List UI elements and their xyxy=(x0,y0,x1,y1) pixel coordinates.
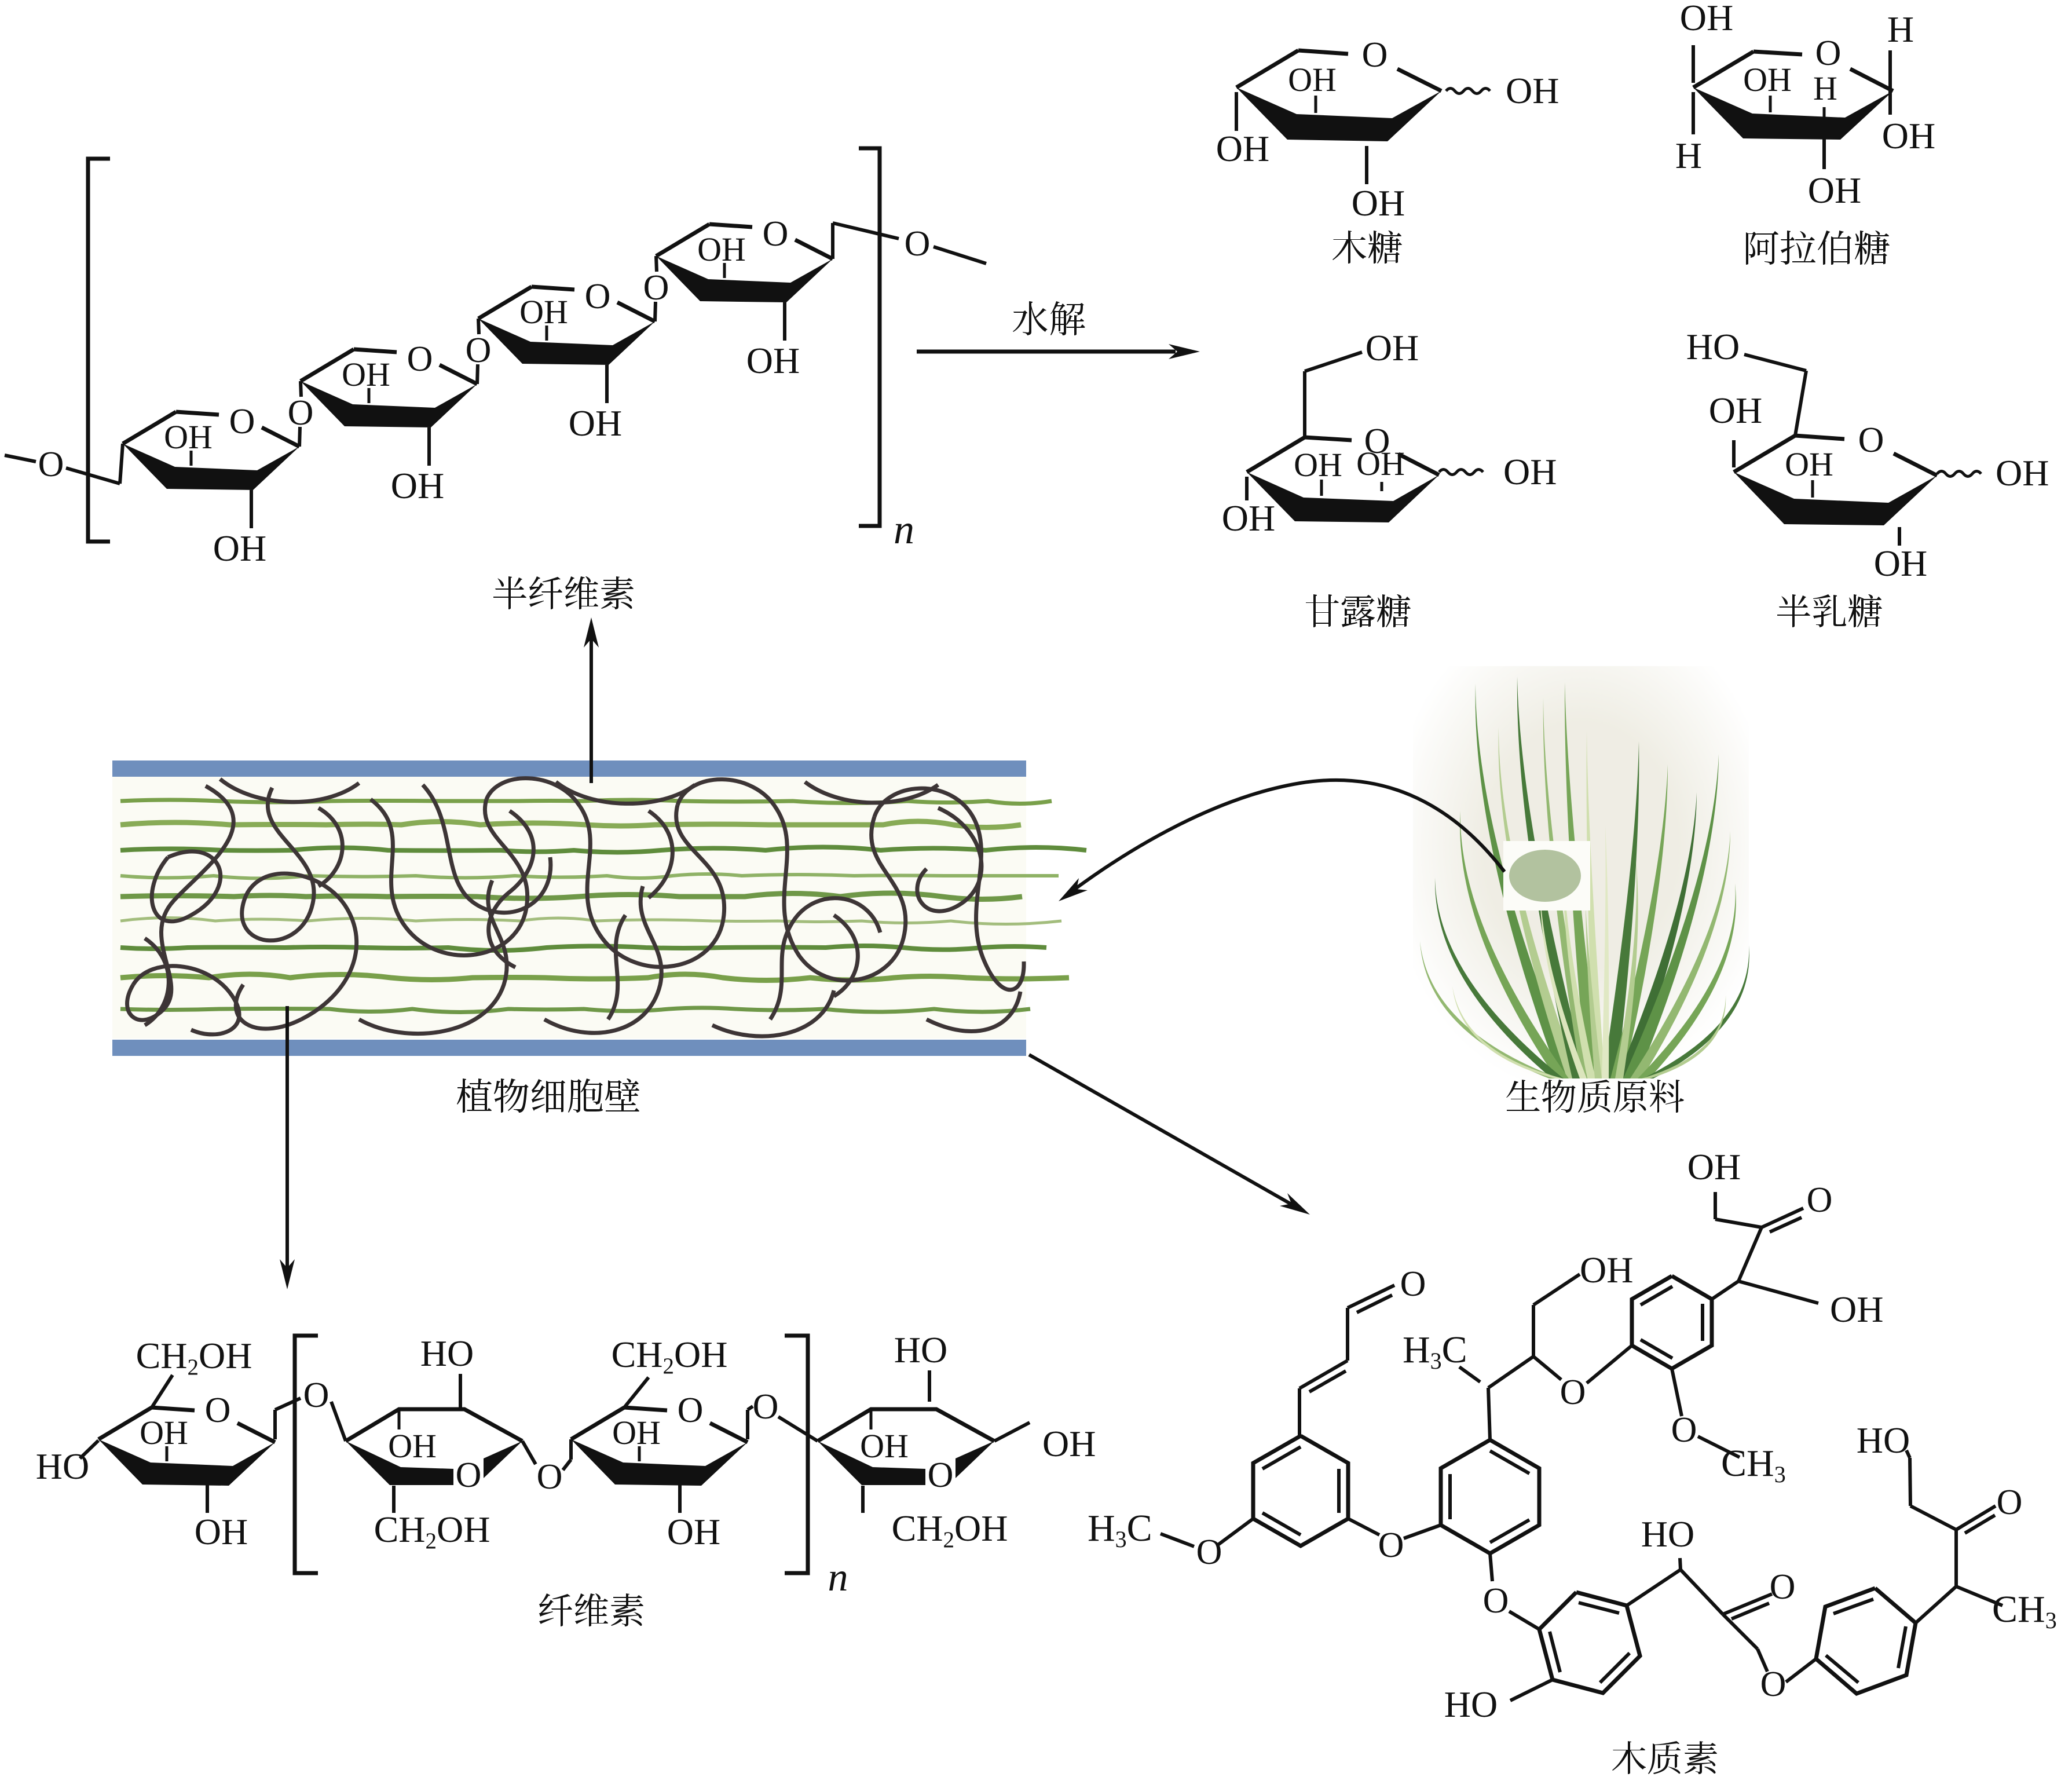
svg-text:O: O xyxy=(1815,34,1842,73)
svg-text:OH: OH xyxy=(1687,1146,1741,1187)
svg-text:OH: OH xyxy=(1785,445,1833,483)
svg-text:OH: OH xyxy=(612,1414,661,1451)
svg-text:OH: OH xyxy=(1352,182,1405,224)
svg-text:HO: HO xyxy=(1857,1420,1910,1461)
svg-text:O: O xyxy=(38,445,64,484)
svg-text:H: H xyxy=(1813,70,1837,107)
svg-text:H: H xyxy=(1887,9,1914,50)
svg-text:OH: OH xyxy=(1996,452,2049,493)
svg-text:OH: OH xyxy=(1506,70,1559,111)
svg-text:HO: HO xyxy=(1444,1684,1498,1725)
svg-text:n: n xyxy=(894,506,914,553)
svg-text:H: H xyxy=(1675,135,1702,176)
svg-text:O: O xyxy=(205,1391,231,1430)
svg-text:OH: OH xyxy=(164,418,213,456)
svg-text:O: O xyxy=(1671,1410,1697,1450)
svg-text:O: O xyxy=(1807,1180,1833,1220)
svg-text:O: O xyxy=(1483,1581,1509,1621)
svg-text:OH: OH xyxy=(697,231,746,268)
svg-text:OH: OH xyxy=(746,340,800,381)
svg-text:O: O xyxy=(1760,1665,1787,1704)
svg-text:O: O xyxy=(585,277,611,316)
svg-text:O: O xyxy=(928,1456,954,1495)
svg-text:OH: OH xyxy=(391,465,444,506)
svg-text:OH: OH xyxy=(1580,1249,1633,1290)
svg-text:OH: OH xyxy=(1294,446,1342,484)
svg-text:OH: OH xyxy=(1366,327,1419,368)
svg-text:OH: OH xyxy=(1216,128,1269,169)
svg-text:O: O xyxy=(678,1391,704,1430)
svg-text:OH: OH xyxy=(519,293,568,331)
svg-text:O: O xyxy=(466,331,492,370)
svg-text:O: O xyxy=(763,214,789,254)
svg-text:OH: OH xyxy=(1503,451,1557,492)
svg-text:n: n xyxy=(828,1555,848,1600)
svg-text:OH: OH xyxy=(1882,115,1935,156)
svg-text:OH: OH xyxy=(1356,445,1405,482)
svg-text:O: O xyxy=(1400,1264,1426,1304)
svg-text:CH2OH: CH2OH xyxy=(892,1508,1008,1552)
svg-text:OH: OH xyxy=(195,1511,248,1552)
svg-text:OH: OH xyxy=(140,1414,188,1451)
svg-text:HO: HO xyxy=(420,1333,474,1374)
svg-text:OH: OH xyxy=(569,403,622,444)
svg-text:OH: OH xyxy=(1222,498,1275,539)
svg-text:O: O xyxy=(456,1456,482,1495)
svg-text:HO: HO xyxy=(1686,326,1740,367)
svg-text:OH: OH xyxy=(667,1511,720,1552)
svg-text:HO: HO xyxy=(36,1446,89,1487)
svg-text:O: O xyxy=(288,393,314,433)
svg-text:OH: OH xyxy=(388,1427,437,1465)
svg-text:O: O xyxy=(537,1457,563,1497)
svg-text:O: O xyxy=(1560,1373,1586,1412)
svg-text:OH: OH xyxy=(1042,1423,1096,1464)
svg-text:O: O xyxy=(905,224,931,264)
svg-text:OH: OH xyxy=(860,1427,909,1465)
svg-text:O: O xyxy=(303,1376,330,1415)
svg-text:OH: OH xyxy=(1709,390,1762,431)
svg-text:O: O xyxy=(407,339,433,379)
svg-text:O: O xyxy=(1378,1526,1404,1565)
svg-text:O: O xyxy=(1997,1483,2023,1522)
svg-text:HO: HO xyxy=(1641,1513,1694,1555)
svg-text:HO: HO xyxy=(894,1329,947,1370)
svg-text:O: O xyxy=(1770,1567,1796,1607)
svg-text:OH: OH xyxy=(342,356,390,393)
svg-text:OH: OH xyxy=(1830,1289,1883,1330)
svg-text:OH: OH xyxy=(1874,543,1927,584)
svg-text:O: O xyxy=(229,402,255,441)
svg-text:OH: OH xyxy=(1808,170,1861,211)
svg-text:OH: OH xyxy=(1680,0,1733,38)
svg-text:OH: OH xyxy=(1743,61,1792,98)
svg-text:OH: OH xyxy=(1288,61,1337,98)
svg-text:O: O xyxy=(1364,422,1390,461)
svg-text:O: O xyxy=(753,1387,779,1427)
svg-text:O: O xyxy=(1858,421,1884,460)
svg-text:O: O xyxy=(643,268,669,308)
svg-text:O: O xyxy=(1196,1533,1222,1572)
svg-text:O: O xyxy=(1362,35,1388,75)
svg-text:OH: OH xyxy=(213,528,266,569)
